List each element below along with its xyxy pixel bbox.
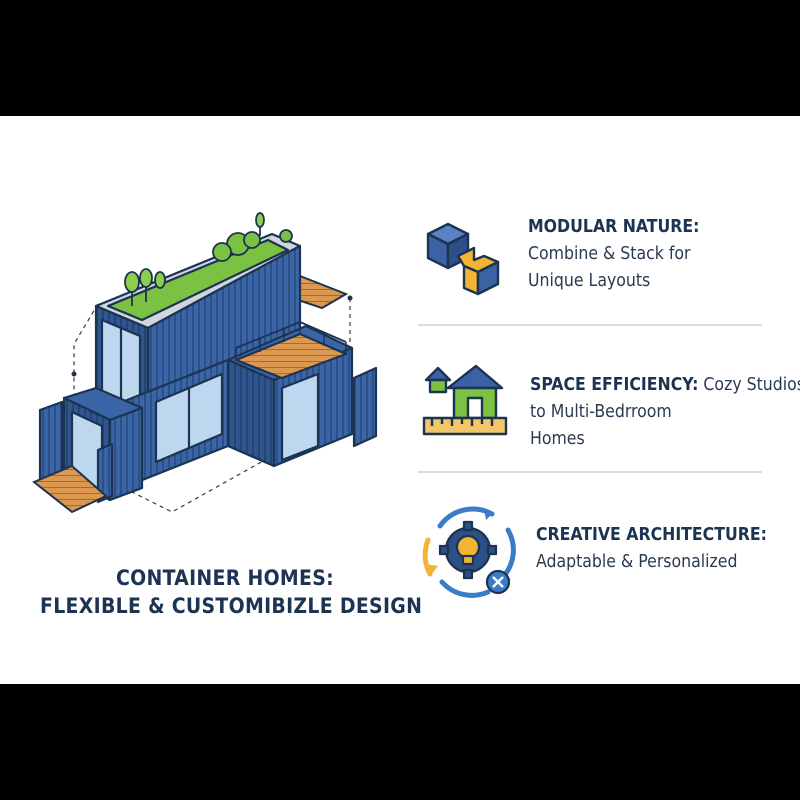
main-caption: CONTAINER HOMES: FLEXIBLE & CUSTOMIBIZLE… (40, 564, 423, 620)
infographic-canvas: CONTAINER HOMES: FLEXIBLE & CUSTOMIBIZLE… (0, 116, 800, 684)
house-ruler-icon (422, 364, 508, 436)
caption-line-1: CONTAINER HOMES: (115, 566, 335, 590)
feature-creative-desc-1: Adaptable & Personalized (536, 552, 738, 572)
front-deck (32, 464, 108, 514)
lower-right-container (226, 321, 378, 468)
feature-modular-desc-1: Combine & Stack for (528, 244, 691, 264)
feature-space-desc-1: to Multi-Bedrroom (530, 402, 672, 422)
feature-creative-title: CREATIVE ARCHITECTURE: (536, 525, 767, 545)
feature-space-desc-2: Homes (530, 429, 585, 449)
feature-space-efficiency: SPACE EFFICIENCY: Cozy Studios to Multi-… (418, 358, 800, 450)
caption-line-2: FLEXIBLE & CUSTOMIBIZLE DESIGN (40, 594, 423, 618)
divider-1 (418, 324, 762, 326)
divider-2 (418, 471, 762, 473)
gear-lightbulb-icon (422, 506, 516, 598)
feature-modular-desc-2: Unique Layouts (528, 271, 651, 291)
container-home-illustration (32, 212, 378, 514)
feature-space-title-rest: Cozy Studios (698, 375, 800, 395)
modular-blocks-icon (426, 222, 500, 296)
roof-trees (124, 212, 293, 306)
feature-modular-nature: MODULAR NATURE: Combine & Stack for Uniq… (418, 212, 790, 302)
feature-space-title: SPACE EFFICIENCY: (530, 375, 699, 395)
feature-modular-title: MODULAR NATURE: (528, 217, 700, 237)
feature-creative-architecture: CREATIVE ARCHITECTURE: Adaptable & Perso… (418, 500, 790, 604)
